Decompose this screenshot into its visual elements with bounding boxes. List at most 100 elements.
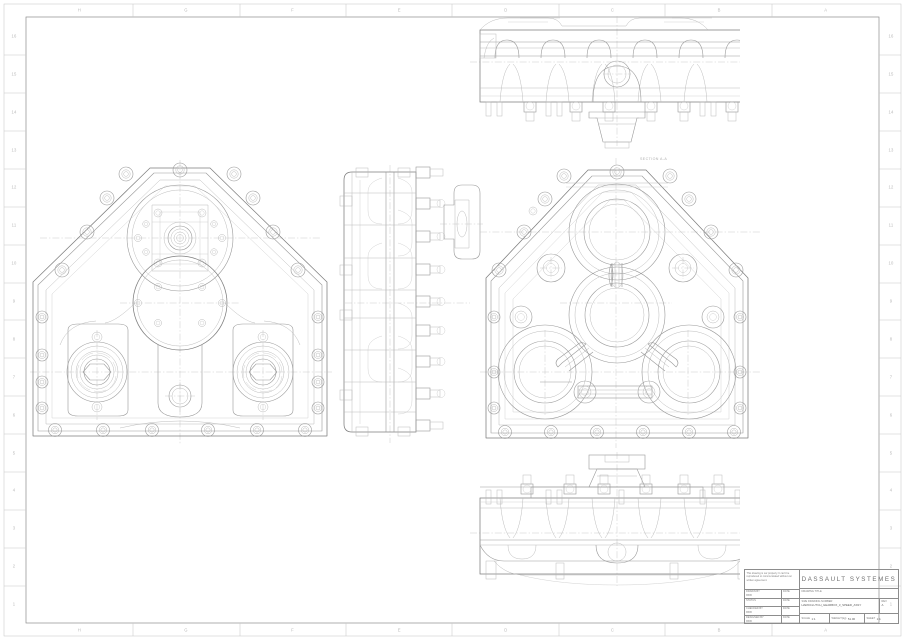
zone-letter-bottom-G: G	[184, 627, 188, 633]
company-name: DASSAULT SYSTEMES	[801, 575, 897, 583]
rear-view-geometry	[480, 158, 760, 448]
section-label: SECTION A-A	[640, 157, 667, 161]
drawing-number-value[interactable]: HARDCLUTCH_GEARBOX_3_SPEED_ASSY	[801, 602, 862, 607]
zone-number-left-11: 11	[11, 222, 17, 228]
title-block-right: DASSAULT SYSTEMES DRAWING TITLE SIZE DRA…	[800, 570, 898, 623]
central-bore	[132, 255, 228, 351]
designed-by-date-label: DATE	[783, 615, 790, 619]
zone-number-right-10: 10	[888, 260, 894, 266]
zone-letter-top-H: H	[77, 7, 81, 13]
zone-letter-top-D: D	[504, 7, 508, 13]
top-view-geometry	[470, 16, 740, 149]
designed-by-date-cell: DATE	[782, 616, 799, 624]
sheet-frame	[3, 3, 902, 637]
top-mounting-flange	[588, 111, 646, 149]
zone-number-left-8: 8	[12, 336, 16, 342]
sheet-label: SHEET	[866, 617, 876, 620]
zone-number-left-10: 10	[11, 260, 17, 266]
status-date-label: DATE	[783, 598, 790, 602]
zone-letter-top-A: A	[824, 7, 828, 13]
checked-by-cell: CHECKED BY XXX	[745, 607, 782, 615]
bearing-bore-middle	[568, 266, 666, 364]
scale-label: SCALE	[801, 617, 811, 620]
zone-number-right-3: 3	[889, 525, 893, 531]
drawn-by-date-cell: DATE	[782, 590, 799, 598]
zone-number-right-1: 1	[889, 601, 893, 607]
drawing-title-label: DRAWING TITLE	[801, 589, 822, 593]
weight-cell: WEIGHT(kg) 51.00	[830, 614, 865, 623]
zone-number-left-4: 4	[12, 487, 16, 493]
zone-number-right-14: 14	[888, 109, 894, 115]
zone-letter-top-B: B	[717, 7, 721, 13]
zone-letter-top-E: E	[397, 7, 401, 13]
oil-galleries	[540, 261, 679, 399]
drawn-by-label: DRAWN BY	[746, 590, 760, 594]
sheet-cell: SHEET 1:1	[865, 614, 898, 623]
zone-letter-bottom-E: E	[397, 627, 401, 633]
checked-by-date-label: DATE	[783, 607, 790, 611]
zone-number-right-12: 12	[888, 184, 894, 190]
zone-number-right-8: 8	[889, 336, 893, 342]
zone-number-left-12: 12	[11, 184, 17, 190]
sheet-value[interactable]: 1:1	[876, 616, 881, 621]
zone-number-left-2: 2	[12, 563, 16, 569]
drawing-title-cell: DRAWING TITLE	[800, 588, 898, 598]
zone-letter-top-G: G	[184, 7, 188, 13]
zone-number-right-15: 15	[888, 71, 894, 77]
zone-letter-bottom-A: A	[824, 627, 828, 633]
zone-number-right-16: 16	[888, 33, 894, 39]
top-view-bolt-shanks	[485, 101, 739, 122]
checked-by-date-cell: DATE	[782, 607, 799, 615]
output-hub-right	[232, 323, 294, 417]
drawn-by-cell: DRAWN BY XXX	[745, 590, 782, 598]
designed-by-value[interactable]: XXX	[746, 618, 752, 623]
weight-label: WEIGHT(kg)	[831, 617, 847, 620]
revision-label: REV	[881, 599, 887, 603]
dowel-bosses	[509, 206, 725, 404]
bottom-bosses	[507, 542, 727, 564]
bottom-bolt-heads	[520, 474, 725, 495]
zone-number-left-3: 3	[12, 525, 16, 531]
designed-by-row: DESIGNED BY XXX DATE	[745, 614, 799, 624]
drawing-number-label: SIZE DRAWING NUMBER	[801, 599, 833, 603]
designed-by-cell: DESIGNED BY XXX	[745, 615, 782, 623]
checked-by-value[interactable]: XXX	[746, 610, 752, 615]
zone-number-left-6: 6	[12, 412, 16, 418]
status-cell: STATUS	[745, 598, 782, 606]
zone-number-left-7: 7	[12, 374, 16, 380]
disclaimer-text: This drawing is our property. It can't b…	[746, 571, 792, 582]
weight-value[interactable]: 51.00	[847, 616, 856, 621]
title-block-left: This drawing is our property. It can't b…	[745, 570, 800, 623]
zone-number-left-9: 9	[12, 298, 16, 304]
zone-number-right-11: 11	[888, 222, 894, 228]
side-view-geometry	[339, 165, 483, 443]
drawing-number-row: SIZE DRAWING NUMBER HARDCLUTCH_GEARBOX_3…	[800, 598, 898, 613]
zone-number-left-16: 16	[11, 33, 17, 39]
revision-cell: REV A	[880, 599, 898, 613]
drawn-by-value[interactable]: XXX	[746, 593, 752, 598]
drawn-by-date-label: DATE	[783, 590, 790, 594]
designed-by-label: DESIGNED BY	[746, 615, 764, 619]
status-row: STATUS DATE	[745, 597, 799, 606]
revision-value[interactable]: A	[881, 602, 884, 607]
zone-number-right-6: 6	[889, 412, 893, 418]
input-flange	[126, 184, 234, 292]
zone-number-left-1: 1	[12, 601, 16, 607]
output-hub-left	[66, 323, 129, 417]
zone-letter-bottom-D: D	[504, 627, 508, 633]
top-central-dome	[592, 60, 642, 103]
drawing-number-cell: SIZE DRAWING NUMBER HARDCLUTCH_GEARBOX_3…	[800, 599, 880, 613]
scale-value[interactable]: 1:1	[811, 616, 816, 621]
zone-number-left-15: 15	[11, 71, 17, 77]
zone-number-right-5: 5	[889, 450, 893, 456]
zone-letter-top-F: F	[291, 7, 294, 13]
zone-number-right-7: 7	[889, 374, 893, 380]
zone-number-left-13: 13	[11, 147, 17, 153]
zone-letter-top-C: C	[610, 7, 615, 13]
front-view-geometry	[30, 160, 332, 445]
side-mounting-boss	[440, 184, 483, 260]
status-label: STATUS	[746, 598, 756, 602]
top-bolt-bosses	[494, 39, 740, 59]
zone-number-right-2: 2	[889, 563, 893, 569]
